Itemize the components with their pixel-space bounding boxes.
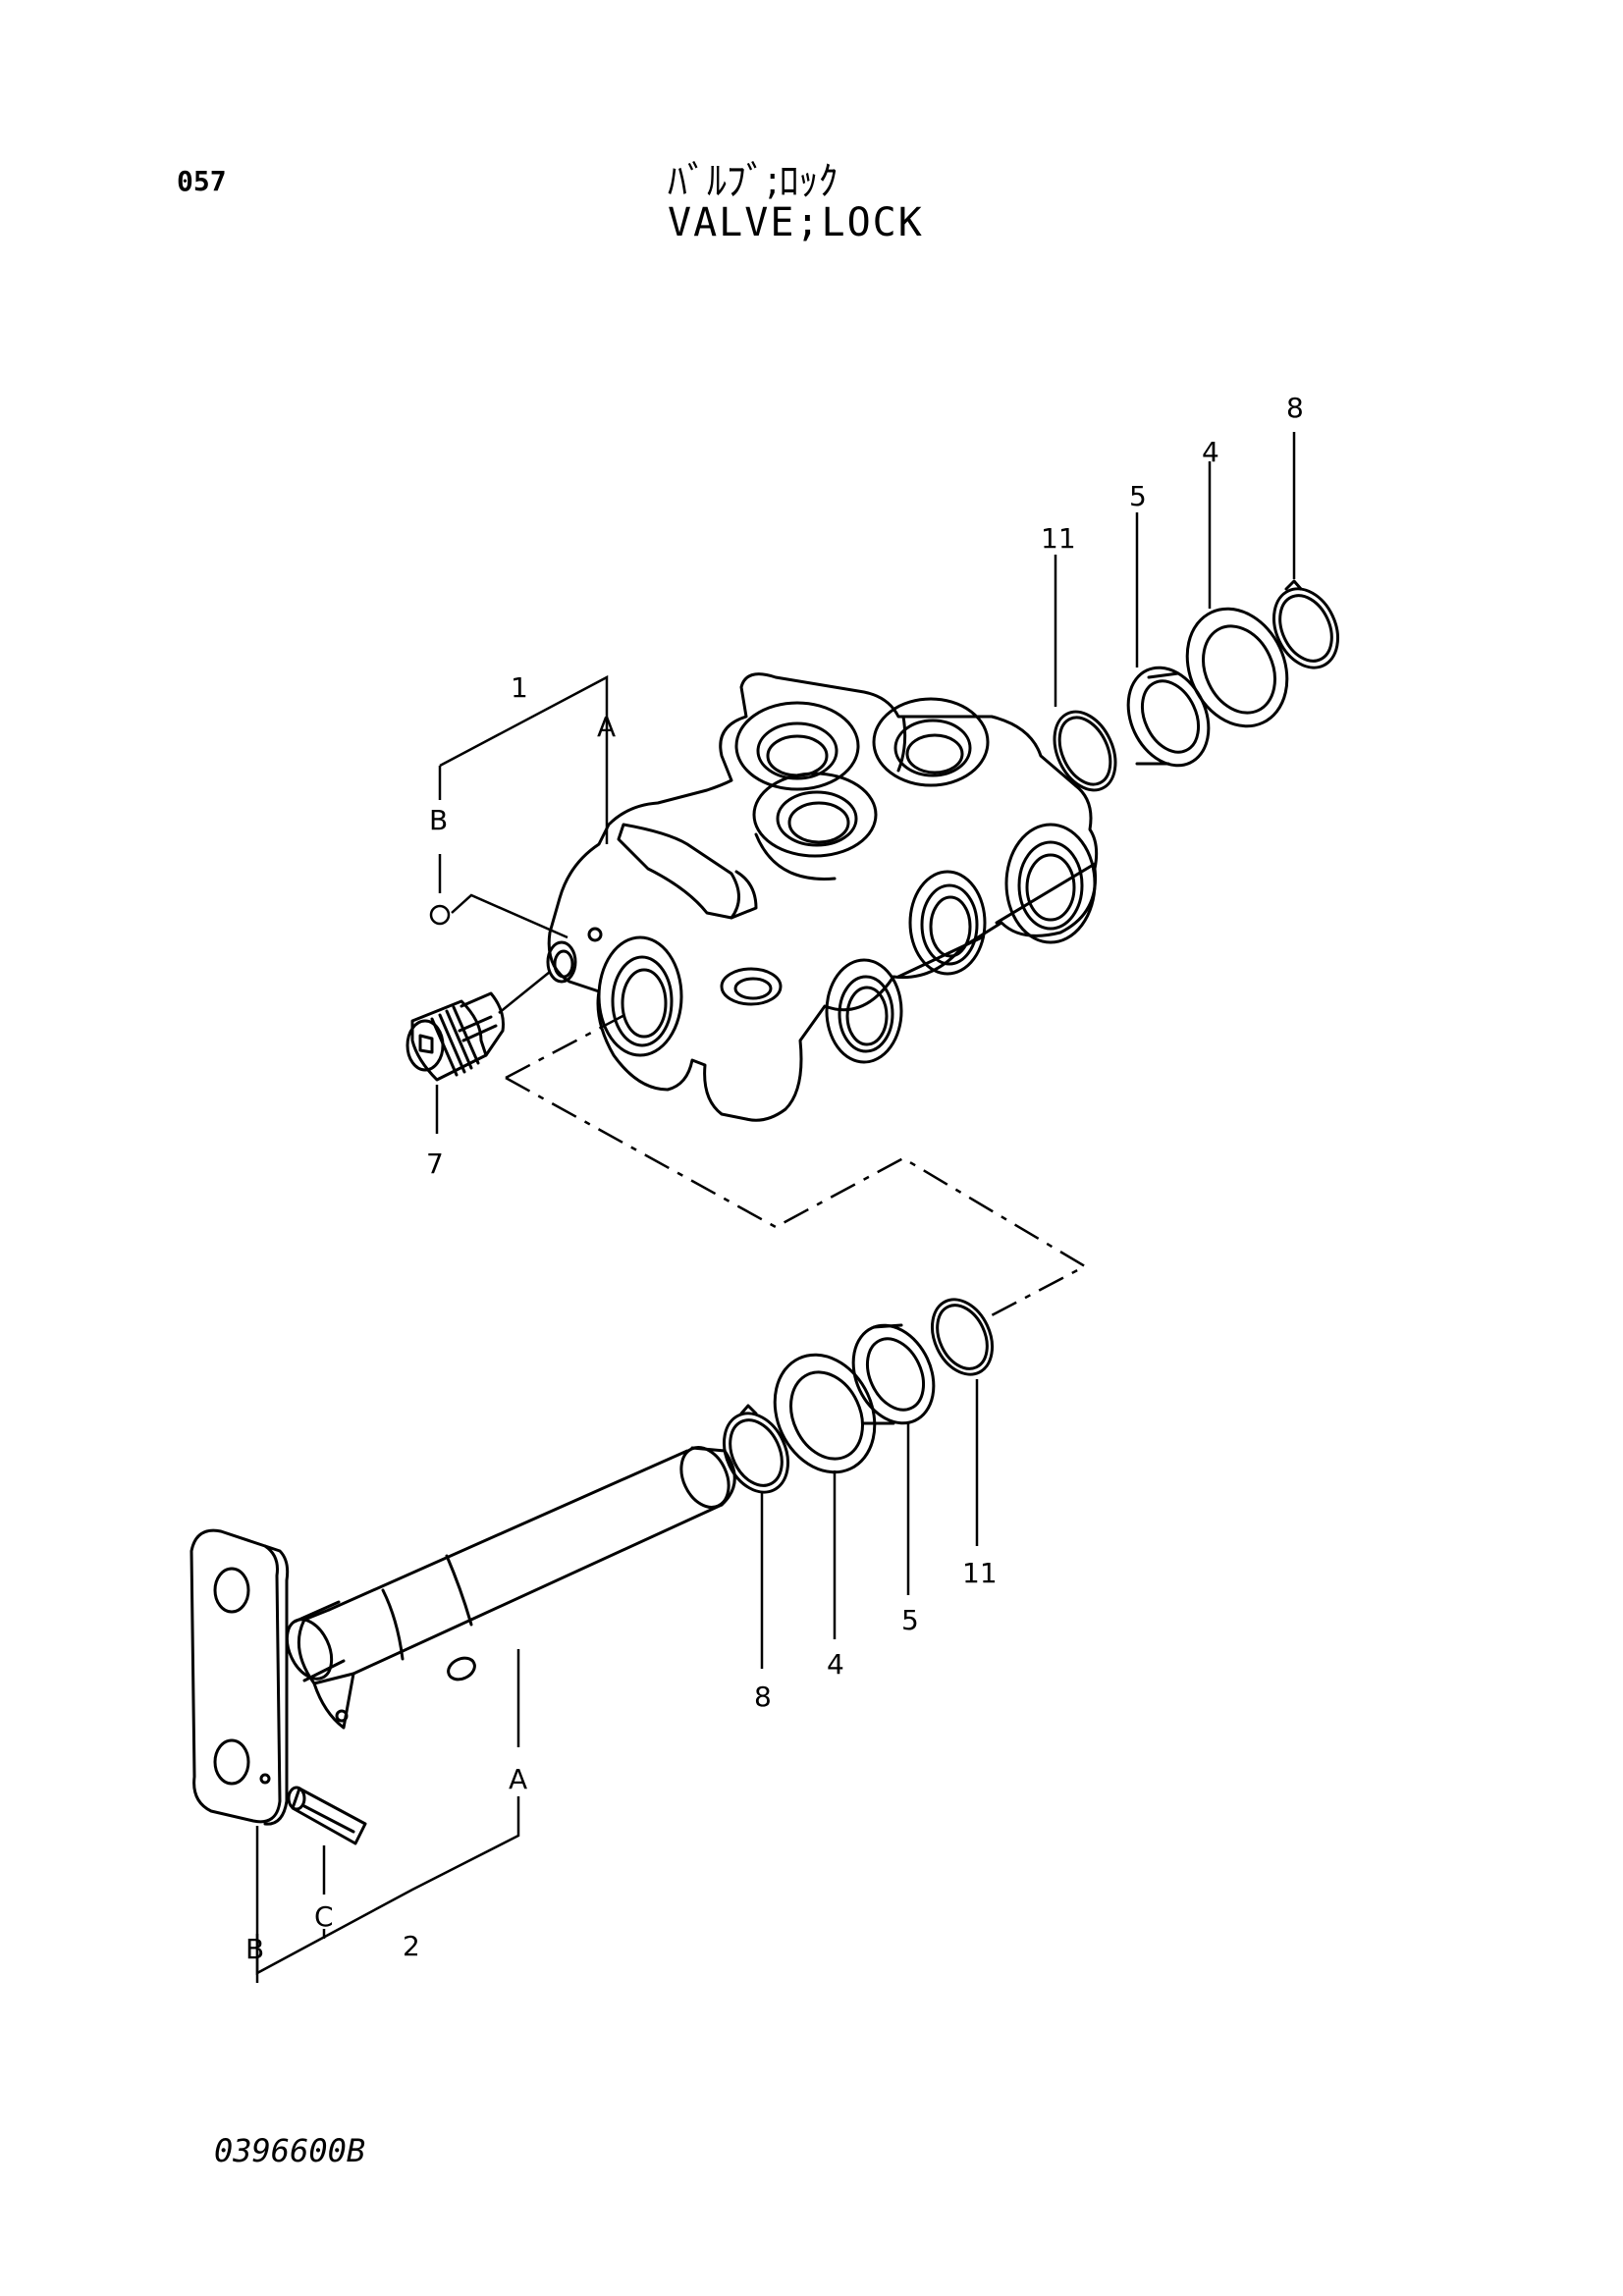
- callout-part-2: 2: [403, 1930, 420, 1962]
- title-japanese: ﾊﾞﾙﾌﾞ;ﾛｯｸ: [668, 159, 839, 204]
- callout-lower-A: A: [509, 1763, 527, 1795]
- upper-o-ring: [1053, 710, 1117, 792]
- callout-upper-8: 8: [1286, 392, 1304, 424]
- callout-upper-B: B: [429, 804, 448, 836]
- plug: [406, 991, 505, 1082]
- callout-lower-5: 5: [901, 1604, 919, 1636]
- upper-washer: [1185, 607, 1289, 728]
- lower-washer: [773, 1353, 877, 1474]
- title-english: VALVE;LOCK: [668, 200, 924, 245]
- callout-lower-C: C: [314, 1900, 334, 1933]
- spool-shaft: [285, 1446, 736, 1730]
- callout-part-1: 1: [511, 671, 528, 704]
- upper-snap-ring: [1272, 579, 1339, 669]
- link-plate: [189, 1528, 290, 1826]
- callout-part-7: 7: [426, 1148, 444, 1180]
- callout-upper-5: 5: [1129, 480, 1147, 512]
- lower-snap-ring: [723, 1404, 789, 1494]
- callout-lower-8: 8: [754, 1681, 772, 1713]
- callout-lower-B: B: [245, 1933, 264, 1965]
- spring-pin: [287, 1786, 367, 1845]
- lower-o-ring: [931, 1298, 994, 1376]
- upper-backup-ring: [1126, 666, 1211, 768]
- page-number: 057: [177, 165, 227, 197]
- lower-backup-ring: [851, 1323, 936, 1425]
- valve-body: [546, 672, 1099, 1122]
- callout-upper-11: 11: [1041, 522, 1076, 555]
- callout-upper-4: 4: [1202, 436, 1219, 468]
- callout-lower-11: 11: [962, 1557, 998, 1589]
- callout-upper-A: A: [597, 711, 616, 743]
- drawing-code: 0396600B: [214, 2132, 366, 2169]
- callout-lower-4: 4: [827, 1648, 844, 1681]
